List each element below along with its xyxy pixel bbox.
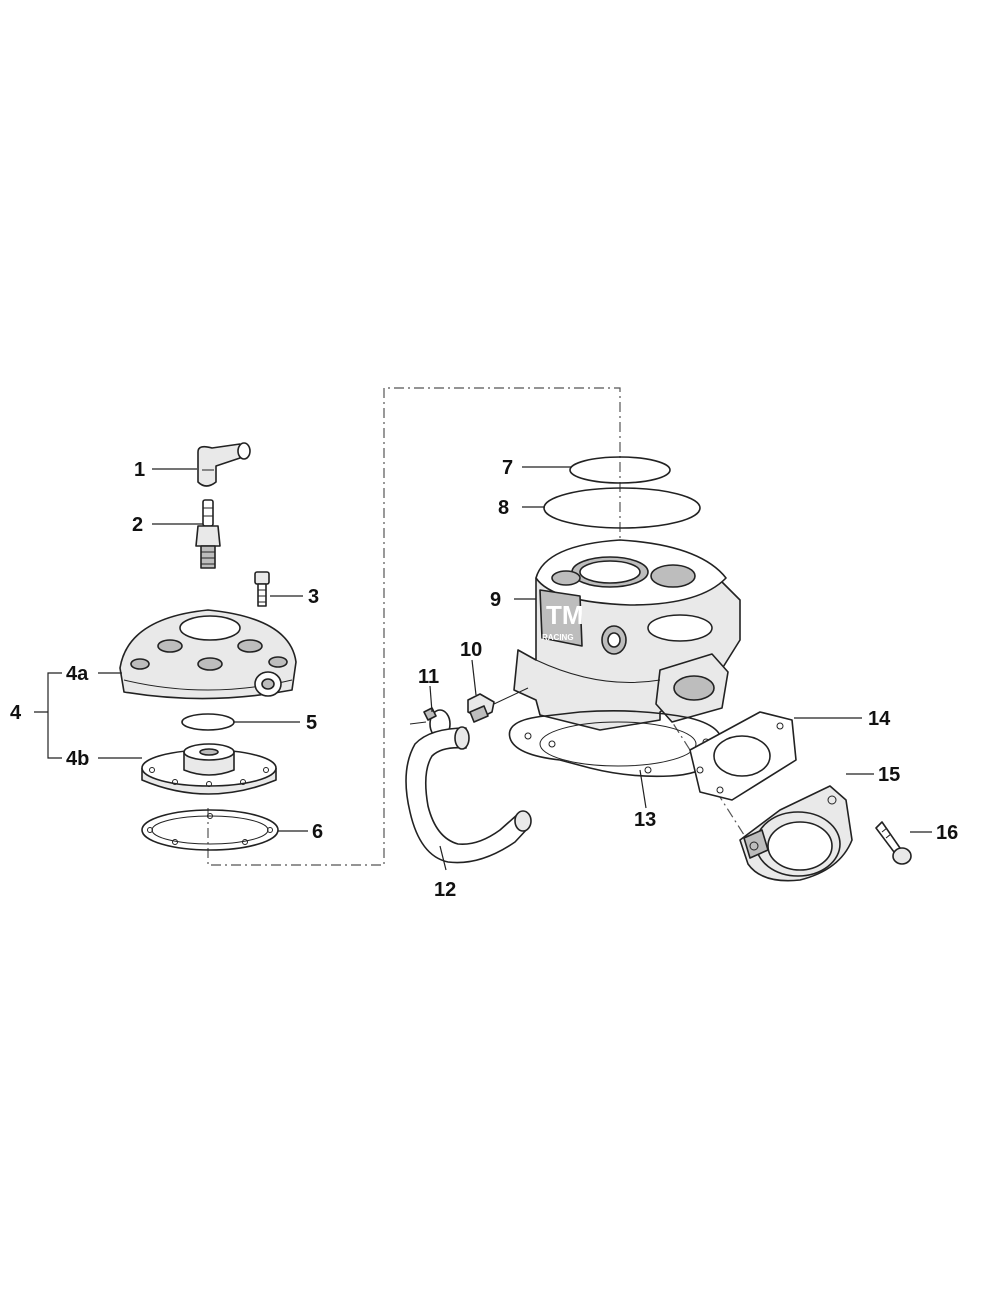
manifold-gasket	[689, 711, 797, 801]
callout-15: 15	[878, 764, 900, 786]
cylinder-o-ring-small	[569, 456, 671, 484]
callout-13: 13	[634, 809, 656, 831]
callout-2: 2	[132, 514, 143, 536]
callout-11: 11	[418, 666, 439, 688]
callout-12: 12	[434, 879, 456, 901]
head-gasket	[141, 809, 279, 851]
manifold-bolt	[875, 821, 912, 865]
head-bolt	[254, 571, 270, 607]
head-o-ring	[181, 713, 235, 731]
callout-9: 9	[490, 589, 501, 611]
cylinder-o-ring-large	[543, 487, 701, 529]
cylinder-logo-subtitle: RACING	[542, 633, 574, 642]
cylinder-head-insert	[141, 743, 277, 795]
cylinder-head-cover	[119, 609, 297, 700]
callout-1: 1	[134, 459, 145, 481]
callout-10: 10	[460, 639, 482, 661]
spark-plug-cap	[197, 442, 251, 487]
intake-manifold	[739, 785, 853, 882]
callout-8: 8	[498, 497, 509, 519]
temperature-sensor	[467, 687, 529, 723]
callout-4a: 4a	[66, 663, 89, 685]
callout-3: 3	[308, 586, 319, 608]
callout-4: 4	[10, 702, 22, 724]
leader-lines	[34, 466, 932, 871]
callout-4b: 4b	[66, 748, 89, 770]
callout-7: 7	[502, 457, 513, 479]
callout-6: 6	[312, 821, 323, 843]
callout-5: 5	[306, 712, 317, 734]
coolant-hose	[405, 726, 532, 864]
spark-plug	[195, 499, 221, 569]
cylinder-body: TM RACING	[513, 539, 741, 731]
callout-16: 16	[936, 822, 958, 844]
callout-14: 14	[868, 708, 891, 730]
cylinder-logo: TM	[546, 600, 584, 630]
